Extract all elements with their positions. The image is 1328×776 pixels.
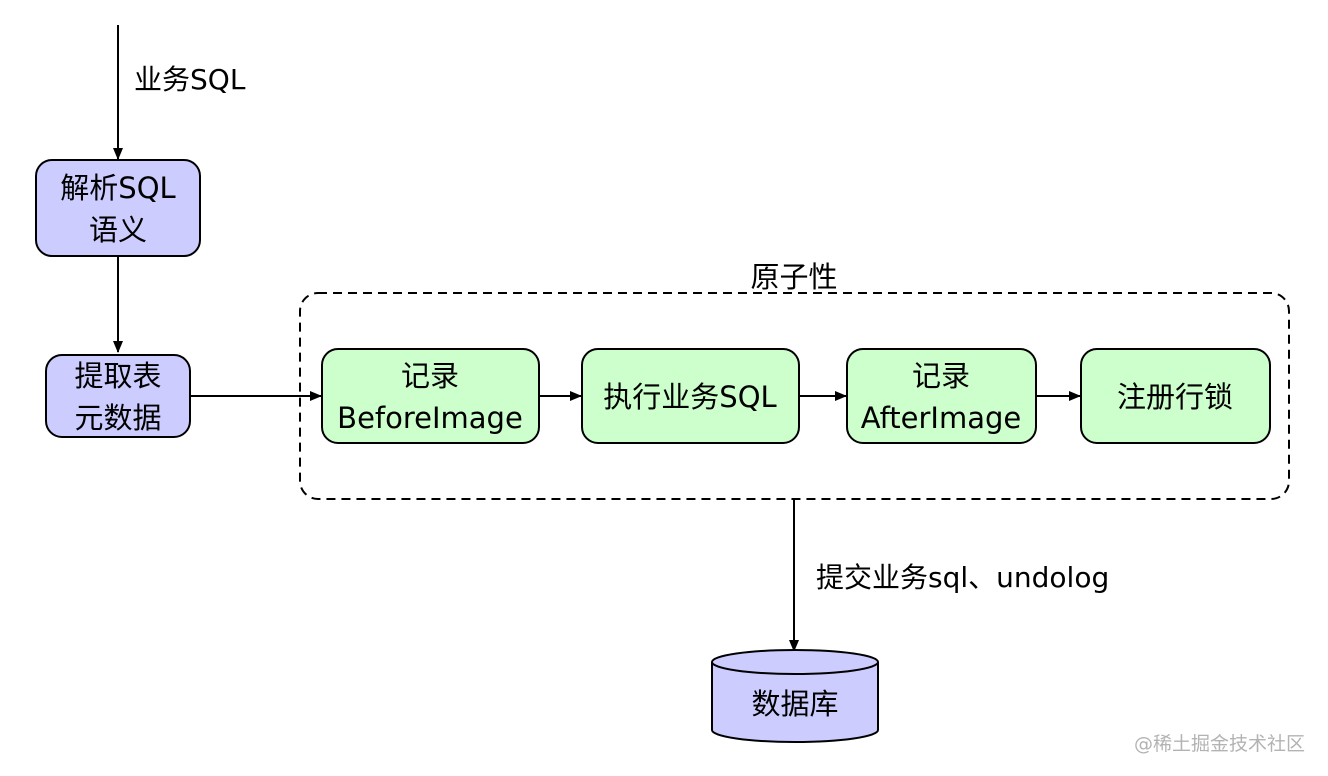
watermark: @稀土掘金技术社区 (1134, 733, 1305, 755)
node-before-image-line2: BeforeImage (337, 401, 523, 435)
node-execute-sql: 执行业务SQL (581, 348, 800, 444)
node-extract-metadata: 提取表 元数据 (45, 354, 191, 438)
node-parse-sql-line1: 解析SQL (60, 171, 175, 205)
node-before-image: 记录 BeforeImage (321, 348, 540, 444)
node-before-image-line1: 记录 (401, 359, 459, 393)
node-database: 数据库 (711, 649, 879, 743)
node-after-image-line2: AfterImage (861, 401, 1021, 435)
node-parse-sql: 解析SQL 语义 (35, 159, 201, 257)
atomicity-group-label: 原子性 (750, 260, 837, 294)
node-extract-metadata-line1: 提取表 (74, 359, 161, 393)
node-after-image-line1: 记录 (912, 359, 970, 393)
node-register-lock: 注册行锁 (1080, 348, 1271, 444)
database-cylinder-body (711, 662, 879, 743)
node-execute-sql-line1: 执行业务SQL (603, 380, 776, 414)
node-database-label: 数据库 (751, 687, 838, 721)
node-extract-metadata-line2: 元数据 (74, 401, 161, 435)
node-register-lock-line1: 注册行锁 (1117, 380, 1233, 414)
input-arrow-label: 业务SQL (134, 63, 246, 96)
node-after-image: 记录 AfterImage (846, 348, 1037, 444)
commit-arrow-label: 提交业务sql、undolog (816, 561, 1109, 594)
database-cylinder-top (711, 649, 879, 675)
node-parse-sql-line2: 语义 (89, 213, 147, 247)
